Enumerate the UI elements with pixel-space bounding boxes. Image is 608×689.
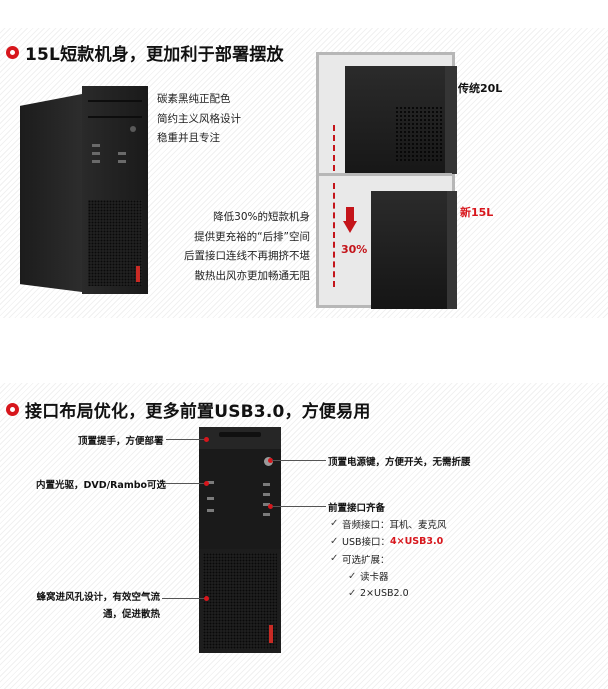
callout-vent: 蜂窝进风孔设计，有效空气流 通，促进散热	[36, 592, 160, 620]
list-item: ✓ 读卡器	[348, 570, 389, 584]
check-icon: ✓	[330, 518, 339, 530]
front-vent-grille	[88, 200, 142, 286]
tower-front-panel	[82, 86, 148, 294]
section1-heading: 15L短款机身，更加利于部署摆放	[6, 40, 284, 65]
size-comparison-box: 30%	[316, 52, 457, 309]
check-icon: ✓	[330, 535, 339, 547]
list-item: ✓ 可选扩展：	[330, 553, 390, 566]
lenovo-logo	[269, 625, 273, 643]
new-size-label: 新15L	[460, 206, 494, 219]
port-feature-list: ✓ 音频接口：耳机、麦克风 ✓ USB接口： 4×USB3.0 ✓ 可选扩展： …	[330, 515, 447, 603]
callout-top-handle: 顶置提手，方便部署	[78, 436, 164, 447]
section2-title: 接口布局优化，更多前置USB3.0，方便易用	[25, 402, 371, 422]
red-bullet-icon	[6, 403, 19, 416]
list-item: ✓ 2×USB2.0	[348, 588, 409, 600]
honeycomb-vent-grille	[203, 553, 277, 649]
feature-list-bottom: 降低30%的短款机身 提供更充裕的“后排”空间 后置接口连线不再拥挤不堪 散热出…	[184, 211, 310, 282]
section-port-layout: 接口布局优化，更多前置USB3.0，方便易用 顶置提手，方便部署 内置光驱，DV…	[0, 383, 608, 689]
reduction-percent: 30%	[341, 243, 368, 256]
new-15l-pc-image	[371, 191, 457, 309]
power-button-icon	[130, 126, 136, 132]
list-item: ✓ 音频接口：耳机、麦克风	[330, 518, 447, 531]
callout-power-button: 顶置电源键，方便开关，无需折腰	[328, 457, 471, 468]
tower-side-panel	[20, 94, 82, 292]
callout-optical-drive: 内置光驱，DVD/Rambo可选	[36, 480, 167, 491]
list-item: ✓ USB接口： 4×USB3.0	[330, 535, 444, 549]
section-short-chassis: 15L短款机身，更加利于部署摆放 碳素黑纯正配色 简约主义风格设计 稳重并且专注…	[0, 28, 608, 318]
section2-heading: 接口布局优化，更多前置USB3.0，方便易用	[6, 397, 371, 422]
front-io-panel	[199, 449, 281, 549]
old-size-label: 传统20L	[458, 82, 503, 95]
red-bullet-icon	[6, 46, 19, 59]
old-20l-pc-image	[345, 66, 457, 174]
striped-background	[0, 383, 608, 689]
tower-pc-image	[20, 86, 148, 296]
section1-title: 15L短款机身，更加利于部署摆放	[25, 45, 284, 65]
feature-list-top: 碳素黑纯正配色 简约主义风格设计 稳重并且专注	[157, 93, 241, 144]
top-handle	[199, 427, 281, 449]
check-icon: ✓	[348, 570, 357, 582]
callout-front-ports: 前置接口齐备	[328, 503, 386, 514]
check-icon: ✓	[348, 588, 357, 600]
down-arrow-icon	[343, 207, 357, 233]
lenovo-logo	[136, 266, 140, 282]
check-icon: ✓	[330, 553, 339, 565]
